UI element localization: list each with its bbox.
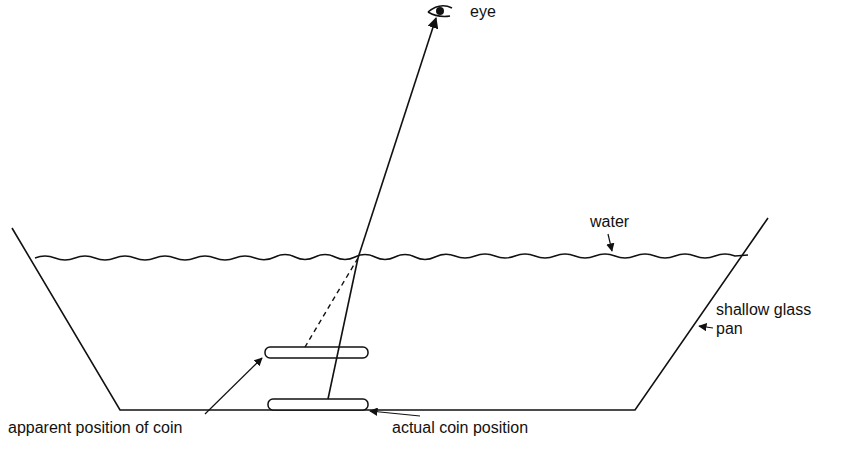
actual-coin-label: actual coin position bbox=[390, 418, 530, 437]
apparent-coin-label: apparent position of coin bbox=[6, 418, 184, 437]
virtual-ray bbox=[305, 258, 358, 347]
apparent-coin bbox=[265, 347, 368, 358]
water-label: water bbox=[588, 212, 631, 231]
water-surface bbox=[35, 254, 748, 260]
leader-line bbox=[205, 358, 262, 414]
leader-line bbox=[608, 234, 612, 251]
actual-coin bbox=[268, 399, 368, 410]
eye-symbol bbox=[428, 6, 452, 17]
glass-pan bbox=[12, 218, 768, 410]
pan-label: shallow glass pan bbox=[714, 300, 830, 338]
leader-line bbox=[699, 326, 713, 328]
eye-label: eye bbox=[468, 2, 498, 21]
light-ray bbox=[328, 258, 358, 399]
leader-line bbox=[370, 411, 420, 416]
light-ray bbox=[358, 18, 436, 258]
